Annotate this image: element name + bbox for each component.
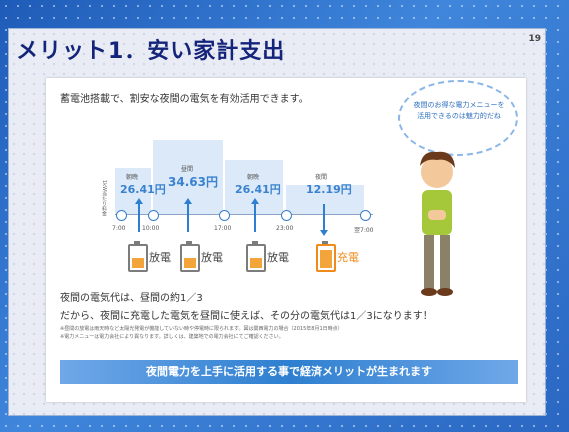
price-box-1 [115, 168, 151, 214]
battery-icon [128, 241, 148, 272]
period-label: 夜間 [315, 174, 328, 181]
battery-label: 充電 [337, 251, 359, 264]
clock-icon [148, 210, 159, 221]
period-label: 朝晩 [126, 174, 139, 181]
bottom-banner: 夜間電力を上手に活用する事で経済メリットが生まれます [60, 360, 518, 384]
discharge-arrow-icon [135, 198, 143, 204]
chart-ylabel: 1kW当たり料金 [101, 180, 107, 217]
battery-icon [316, 241, 336, 272]
charge-arrow [323, 204, 325, 232]
battery-icon [180, 241, 200, 272]
speech-bubble [398, 80, 518, 156]
period-price: 34.63円 [168, 175, 218, 189]
slide-title: メリット1．安い家計支出 [16, 39, 286, 64]
time-label: 7:00 [112, 225, 126, 232]
note-line-1: 夜間の電気代は、昼間の約1／3 [60, 293, 203, 304]
fine-print-1: ※昼間の放電は雨天時など太陽光発電が機能していない時や停電時に限られます。図は関… [60, 326, 343, 332]
period-label: 朝晩 [247, 174, 260, 181]
clock-icon [360, 210, 371, 221]
time-label: 23:00 [276, 225, 294, 232]
discharge-arrow [138, 204, 140, 232]
period-price: 12.19円 [306, 183, 352, 196]
bubble-text: 夜間のお得な電力メニューを活用できるのは魅力的だね [413, 101, 505, 120]
period-price: 26.41円 [235, 183, 281, 196]
time-label: 翌7:00 [354, 227, 374, 234]
clock-icon [116, 210, 127, 221]
period-label: 昼間 [181, 166, 194, 173]
battery-label: 放電 [267, 251, 289, 264]
discharge-arrow [187, 204, 189, 232]
fine-print-2: ※電力メニューは電力会社により異なります。詳しくは、建築地での電力会社にてご確認… [60, 334, 284, 340]
battery-label: 放電 [201, 251, 223, 264]
charge-arrow-icon [320, 230, 328, 236]
price-box-4 [286, 185, 364, 214]
note-line-2: だから、夜間に充電した電気を昼間に使えば、その分の電気代は1／3になります！ [60, 311, 433, 322]
discharge-arrow [254, 204, 256, 232]
discharge-arrow-icon [184, 198, 192, 204]
discharge-arrow-icon [251, 198, 259, 204]
page-number: 19 [528, 34, 541, 44]
time-label: 17:00 [214, 225, 232, 232]
time-axis [115, 214, 373, 215]
battery-icon [246, 241, 266, 272]
clock-icon [219, 210, 230, 221]
clock-icon [281, 210, 292, 221]
time-label: 10:00 [142, 225, 160, 232]
battery-label: 放電 [149, 251, 171, 264]
subtitle: 蓄電池搭載で、割安な夜間の電気を有効活用できます。 [60, 94, 309, 105]
person-illustration [420, 151, 455, 296]
period-price: 26.41円 [120, 183, 166, 196]
